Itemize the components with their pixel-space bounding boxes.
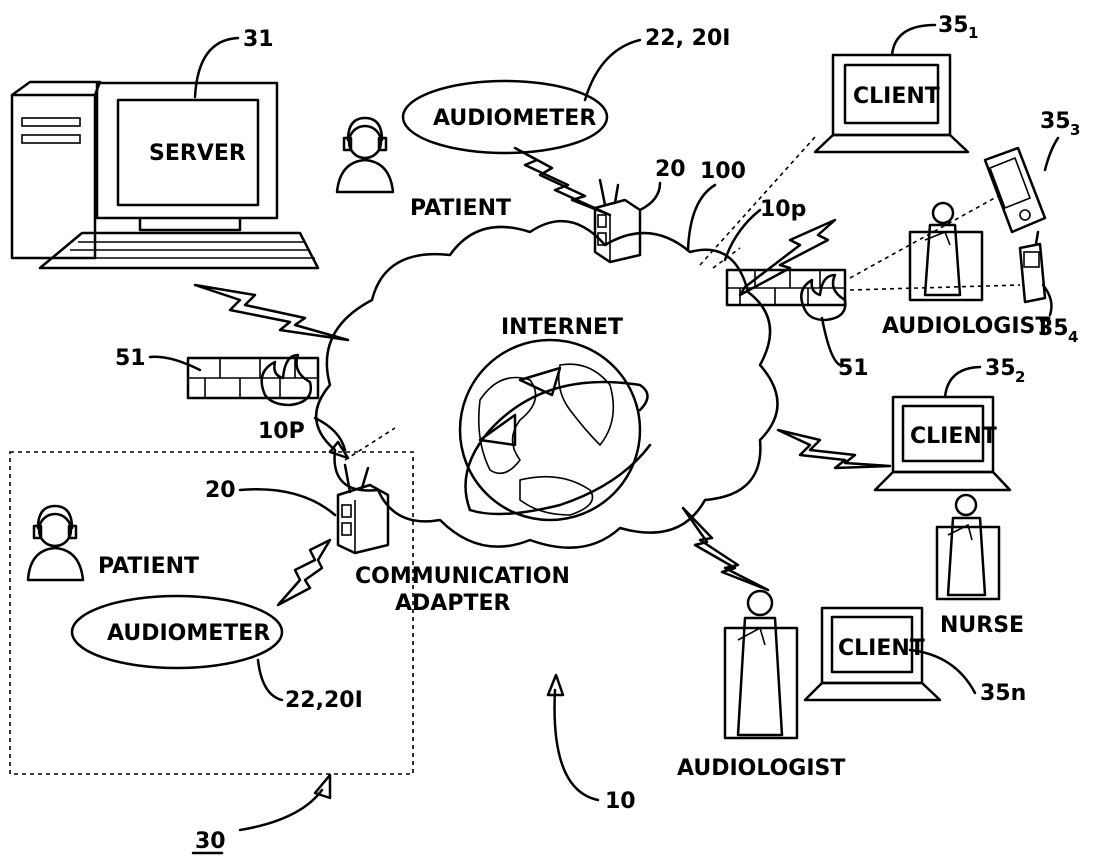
communication-adapter-label-1: COMMUNICATION <box>355 564 570 589</box>
adapter-top-icon <box>593 178 642 264</box>
link-left-ref: 10P <box>258 419 305 444</box>
patient-site-leader <box>238 788 324 832</box>
wireless-signal-bottom-icon <box>681 506 770 592</box>
link-left-arrowhead <box>328 440 350 460</box>
audiometer-bottom-ref: 22,20I <box>285 688 363 713</box>
link-pda <box>849 194 1001 279</box>
client-n-leader <box>908 648 977 695</box>
patient-site-arrowhead <box>313 773 332 800</box>
firewall-right-leader <box>820 316 842 367</box>
link-top-dashed <box>712 247 741 269</box>
client-2-ref-sub: 2 <box>1015 368 1025 386</box>
audiologist-bottom-label: AUDIOLOGIST <box>677 756 845 781</box>
client-2-laptop-icon <box>873 395 1012 492</box>
internet-label: INTERNET <box>501 315 623 340</box>
pda-leader <box>1043 136 1060 172</box>
server-ref: 31 <box>243 27 274 52</box>
audiometer-bottom-ellipse <box>70 594 284 670</box>
client-2-leader <box>943 365 982 399</box>
server-computer-icon <box>10 80 320 270</box>
audiometer-top-label: AUDIOMETER <box>433 106 596 131</box>
client-2-label: CLIENT <box>910 424 997 449</box>
wireless-signal-right-icon <box>738 218 837 297</box>
pda-icon <box>983 146 1047 234</box>
client-1-ref: 35 <box>938 13 969 38</box>
phone-icon <box>1018 230 1047 304</box>
audiologist-top-label: AUDIOLOGIST <box>882 314 1050 339</box>
server-leader <box>193 36 240 99</box>
pda-ref-sub: 3 <box>1070 121 1080 139</box>
wireless-signal-patient-icon <box>276 538 332 607</box>
phone-leader <box>1041 283 1053 317</box>
wireless-signal-client-2-icon <box>776 428 892 470</box>
audiometer-top-ellipse <box>401 79 609 155</box>
link-left-dashed <box>344 427 396 461</box>
wireless-signal-server-icon <box>193 283 350 342</box>
link-phone <box>849 284 1021 291</box>
link-top-leader <box>723 208 762 262</box>
client-2-ref: 35 <box>985 356 1016 381</box>
firewall-left-icon <box>186 353 320 407</box>
patient-site-box <box>9 451 414 775</box>
system-arrowhead <box>546 673 565 697</box>
cloud-ref: 100 <box>700 159 746 184</box>
client-1-label: CLIENT <box>853 84 940 109</box>
adapter-bottom-ref: 20 <box>205 478 236 503</box>
patient-bottom-label: PATIENT <box>98 554 199 579</box>
wireless-signal-top-icon <box>513 146 612 217</box>
client-n-laptop-icon <box>803 606 942 702</box>
patient-site-ref: 30 <box>195 829 226 854</box>
pda-ref: 35 <box>1040 109 1071 134</box>
communication-adapter-label-2: ADAPTER <box>395 591 510 616</box>
nurse-icon <box>935 493 1001 601</box>
client-n-label: CLIENT <box>838 636 925 661</box>
patient-bottom-icon <box>26 504 85 582</box>
cloud-leader <box>686 183 717 252</box>
audiometer-top-leader <box>583 38 642 102</box>
nurse-label: NURSE <box>940 613 1024 638</box>
globe-icon <box>458 338 652 522</box>
phone-ref-sub: 4 <box>1068 328 1078 346</box>
client-1-ref-sub: 1 <box>968 24 978 42</box>
adapter-top-ref: 20 <box>655 157 686 182</box>
link-left-leader <box>313 416 347 452</box>
audiometer-top-ref: 22, 20I <box>645 26 730 51</box>
phone-ref: 35 <box>1038 316 1069 341</box>
audiometer-bottom-leader <box>256 658 284 702</box>
client-1-leader <box>890 23 937 57</box>
system-ref: 10 <box>605 789 636 814</box>
audiologist-bottom-icon <box>723 589 799 740</box>
firewall-left-leader <box>148 355 202 372</box>
system-leader <box>553 688 600 802</box>
adapter-bottom-icon <box>336 463 390 555</box>
patient-top-icon <box>335 116 395 194</box>
server-label: SERVER <box>149 141 246 166</box>
audiometer-bottom-label: AUDIOMETER <box>107 621 270 646</box>
firewall-right-ref: 51 <box>838 356 869 381</box>
firewall-left-ref: 51 <box>115 346 146 371</box>
link-top-ref: 10p <box>760 197 806 222</box>
audiologist-top-icon <box>908 201 984 302</box>
client-n-ref: 35n <box>980 681 1026 706</box>
internet-cloud <box>315 219 779 549</box>
firewall-right-icon <box>725 268 847 322</box>
adapter-top-leader <box>638 181 662 212</box>
adapter-bottom-leader <box>238 488 337 517</box>
patient-top-label: PATIENT <box>410 196 511 221</box>
